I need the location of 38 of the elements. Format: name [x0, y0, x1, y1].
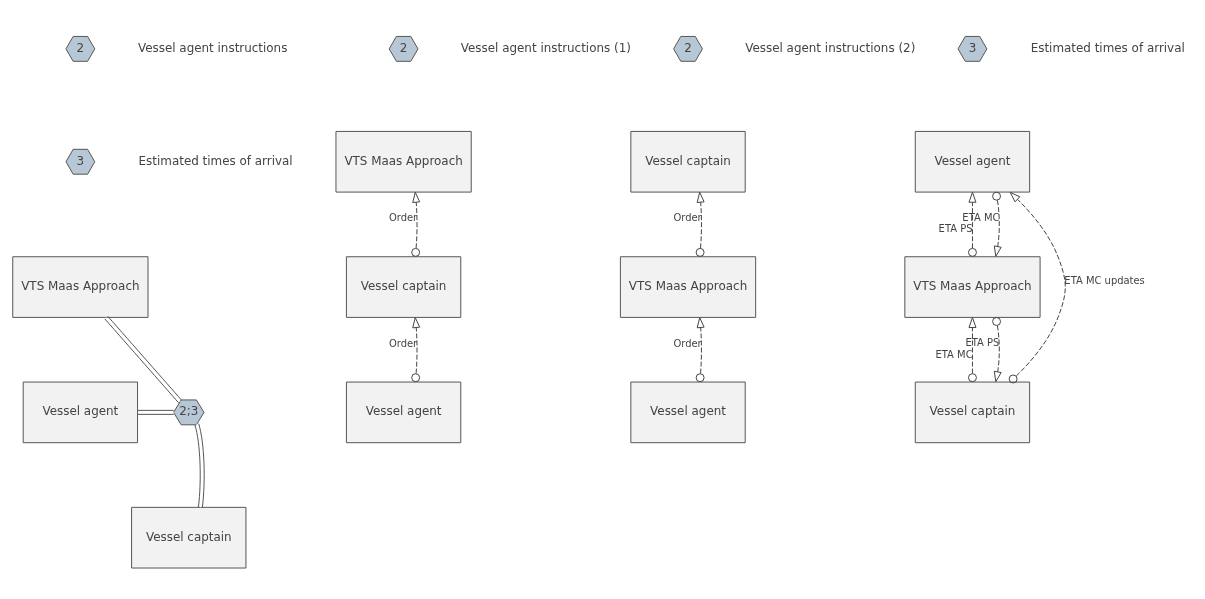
connector	[137, 409, 175, 415]
node-box: Vessel captain	[630, 130, 746, 193]
edge-label: ETA PS	[938, 223, 973, 235]
node-box: Vessel captain	[131, 506, 247, 569]
node-label: Vessel agent instructions (2)	[745, 40, 916, 55]
arrow	[968, 191, 977, 257]
node-box: Vessel agent	[345, 381, 462, 444]
node-box: Vessel captain	[345, 256, 462, 318]
edge-label: ETA MC	[935, 348, 973, 360]
node-box: VTS Maas Approach	[904, 256, 1041, 318]
edge-label: Order	[388, 337, 418, 349]
connector	[194, 423, 205, 509]
arrow	[695, 317, 705, 383]
arrow	[992, 191, 1002, 257]
node-label: Estimated times of arrival	[138, 153, 293, 168]
node-box: Vessel agent	[914, 130, 1031, 193]
node-box: Vessel captain	[914, 381, 1031, 444]
edge-label: ETA PS	[965, 337, 1000, 349]
connector	[104, 315, 183, 404]
node-box: VTS Maas Approach	[12, 256, 149, 318]
arrow	[1008, 191, 1066, 384]
node-box: Vessel agent	[22, 381, 139, 444]
edge-label: Order	[673, 337, 702, 349]
edge-label: Order	[388, 212, 418, 224]
edge-label: Order	[673, 212, 702, 224]
arrow	[992, 317, 1002, 383]
arrow	[695, 191, 705, 257]
node-label: Vessel agent instructions (1)	[460, 40, 631, 55]
arrow	[411, 191, 421, 257]
node-label: Vessel agent instructions	[137, 40, 288, 55]
edge-label: ETA MC updates	[1064, 275, 1145, 287]
arrow	[411, 317, 421, 383]
arrow	[968, 317, 977, 383]
node-label: Estimated times of arrival	[1030, 40, 1185, 55]
node-box: VTS Maas Approach	[335, 130, 472, 193]
edge-label: ETA MC	[962, 212, 1000, 224]
node-box: Vessel agent	[630, 381, 746, 444]
node-box: VTS Maas Approach	[619, 256, 757, 318]
